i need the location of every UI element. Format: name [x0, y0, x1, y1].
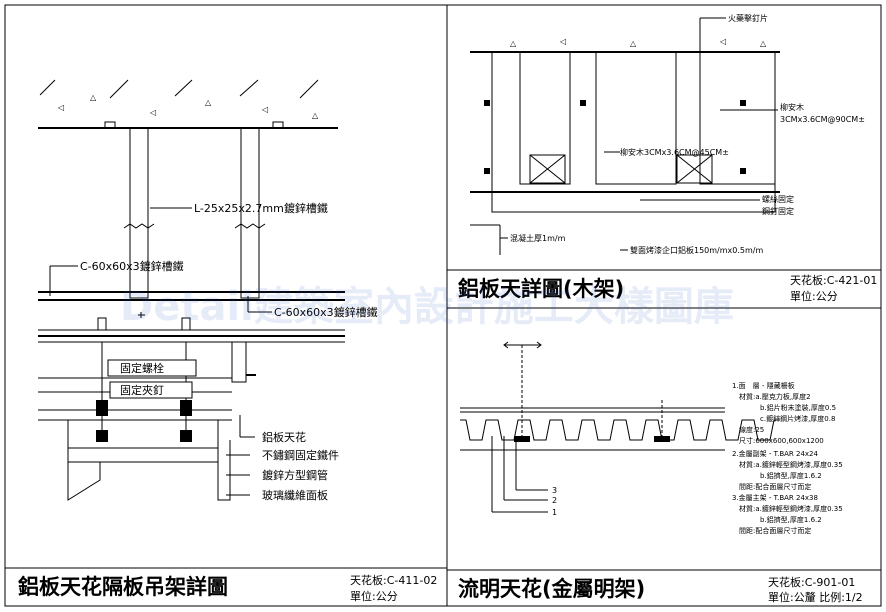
spec-line: 材質:a.鍍鋅輕型鋼烤漆,厚度0.35 — [732, 504, 843, 513]
spec-line: b.鋁擠型,厚度1.6.2 — [732, 515, 822, 524]
label-fixing-bolt: 固定螺栓 — [120, 361, 164, 375]
spec-line: 1.面 層 - 隱藏柵板 — [732, 381, 795, 390]
spec-line: 線度:25 — [732, 425, 764, 434]
label-concrete: 混凝土厚1m/m — [510, 233, 566, 243]
label-lauan-wood-main: 柳安木 — [780, 102, 804, 112]
label-screw-fixing: 螺絲固定 — [762, 194, 794, 204]
label-steel-bracket: 不鏽鋼固定鐵件 — [262, 448, 339, 462]
callout-3: 3 — [552, 486, 557, 495]
svg-text:△: △ — [510, 39, 517, 48]
svg-text:◁: ◁ — [719, 37, 726, 46]
label-aluminum-strip: 雙面烤漆企口鋁板150m/mx0.5m/m — [630, 245, 763, 255]
spec-list: 1.面 層 - 隱藏柵板 材質:a.壓克力板,厚度2 b.鋁片粉末塗裝,厚度0.… — [732, 381, 843, 535]
left-panel-title: 鋁板天花隔板吊架詳圖 — [18, 575, 228, 599]
svg-text:△: △ — [760, 39, 767, 48]
label-fiberglass-board: 玻璃纖維面板 — [262, 488, 328, 502]
svg-text:◁: ◁ — [149, 108, 156, 117]
label-channel-main: C-60x60x3鍍鋅槽鐵 — [80, 259, 184, 273]
spec-line: 材質:a.壓克力板,厚度2 — [732, 392, 811, 401]
label-channel-secondary: C-60x60x3鍍鋅槽鐵 — [274, 305, 378, 319]
left-panel-code: 天花板:C-411-02 — [350, 573, 437, 587]
svg-text:△: △ — [630, 39, 637, 48]
spec-line: 間距:配合面層尺寸而定 — [732, 526, 811, 535]
spec-line: 材質:a.鍍鋅輕型鋼烤漆,厚度0.35 — [732, 460, 843, 469]
bottom-right-detail-drawing — [460, 341, 780, 513]
spec-line: b.鋁擠型,厚度1.6.2 — [732, 471, 822, 480]
callout-1: 1 — [552, 508, 557, 517]
spec-line: c.鍍鋅鋼片烤漆,厚度0.8 — [732, 414, 835, 423]
svg-text:◁: ◁ — [57, 103, 64, 112]
spec-line: 2.金屬副架 - T.BAR 24x24 — [732, 449, 819, 458]
tr-panel-unit: 單位:公分 — [790, 289, 838, 303]
label-aluminum-panel: 鋁板天花 — [262, 430, 306, 444]
svg-text:△: △ — [90, 93, 97, 102]
label-lauan-wood-main-spec: 3CMx3.6CM@90CM± — [780, 115, 865, 124]
spec-line: 尺寸:600x600,600x1200 — [732, 436, 824, 445]
label-square-tube: 鍍鋅方型鋼管 — [262, 468, 328, 482]
callout-2: 2 — [552, 496, 557, 505]
top-right-detail-drawing: △ ◁ △ ◁ △ — [470, 37, 780, 255]
left-annotations — [49, 207, 272, 496]
br-panel-title: 流明天花(金屬明架) — [458, 577, 645, 601]
label-angle-steel: L-25x25x2.7mm鍍鋅槽鐵 — [194, 201, 328, 215]
br-panel-code: 天花板:C-901-01 — [768, 575, 855, 589]
tr-panel-code: 天花板:C-421-01 — [790, 273, 877, 287]
sheet-border — [4, 4, 882, 607]
spec-line: 3.金屬主架 - T.BAR 24x38 — [732, 493, 818, 502]
label-fixing-clip: 固定夾釘 — [120, 383, 164, 397]
label-steel-nail-fixing: 鋼釘固定 — [762, 206, 794, 216]
label-powder-nail: 火藥擊釘片 — [728, 13, 768, 23]
tr-panel-title: 鋁板天詳圖(木架) — [458, 277, 624, 301]
spec-line: b.鋁片粉末塗裝,厚度0.5 — [732, 403, 836, 412]
svg-text:◁: ◁ — [261, 105, 268, 114]
left-detail-drawing: ◁ △ ◁ △ ◁ △ — [38, 79, 345, 501]
svg-text:◁: ◁ — [559, 37, 566, 46]
top-right-annotations — [500, 17, 778, 251]
left-panel-unit: 單位:公分 — [350, 589, 398, 603]
svg-text:△: △ — [312, 111, 319, 120]
br-panel-unit: 單位:公釐 比例:1/2 — [768, 590, 863, 604]
watermark: Detail建築室內設計施工大樣圖庫 — [120, 284, 734, 330]
label-lauan-wood-secondary: 柳安木3CMx3.6CM@45CM± — [620, 147, 729, 157]
svg-text:△: △ — [205, 98, 212, 107]
spec-line: 間距:配合面層尺寸而定 — [732, 482, 811, 491]
